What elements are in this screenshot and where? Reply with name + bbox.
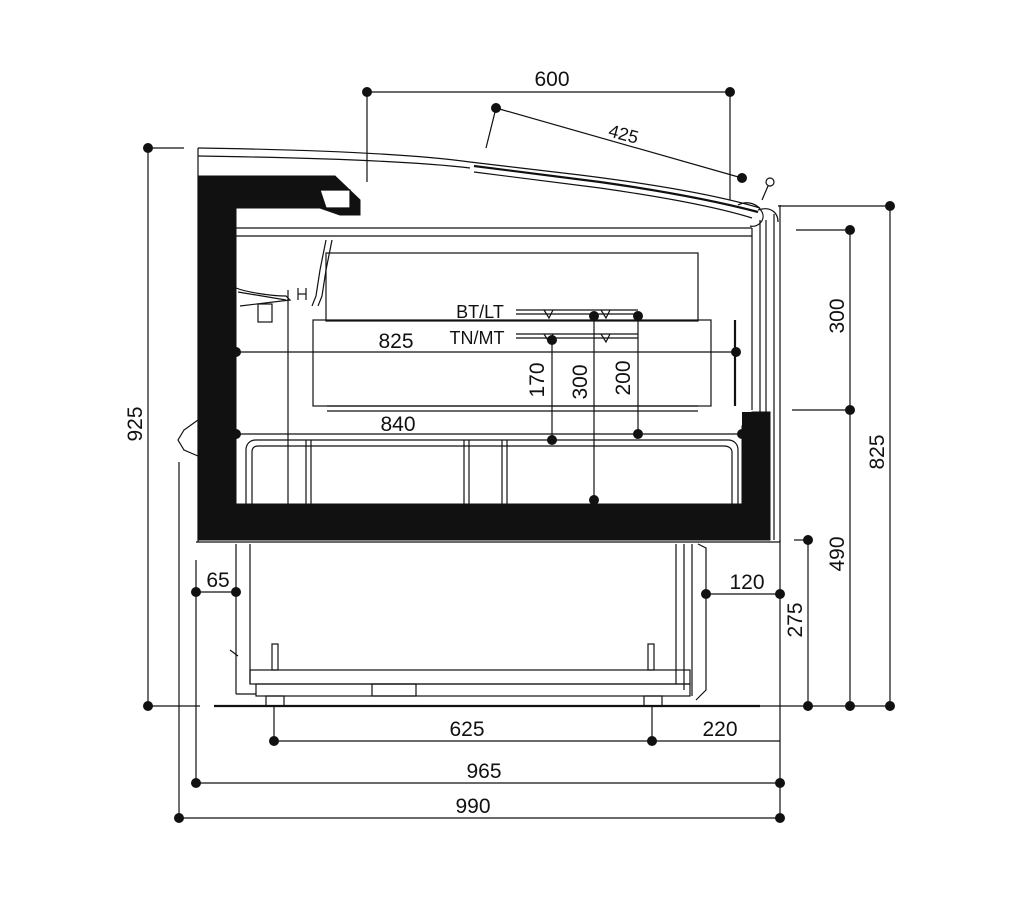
dim-925: 925 <box>124 406 147 441</box>
outer-dimension-lines <box>143 87 895 823</box>
dim-990: 990 <box>455 795 490 818</box>
dim-120: 120 <box>729 571 764 594</box>
dim-840: 840 <box>380 413 415 436</box>
dim-600: 600 <box>534 68 569 91</box>
label-tn-mt: TN/MT <box>450 328 505 348</box>
dim-65: 65 <box>206 569 229 592</box>
inner-structure <box>235 227 764 504</box>
dim-170: 170 <box>526 362 549 397</box>
dimension-labels: 600 425 925 825 300 490 275 825 840 170 … <box>124 68 889 818</box>
dim-965: 965 <box>466 760 501 783</box>
dim-825-inner: 825 <box>378 330 413 353</box>
dim-300-inner: 300 <box>569 364 592 399</box>
cabinet-body <box>177 148 781 543</box>
cabinet-base <box>214 543 760 708</box>
dim-275: 275 <box>784 602 807 637</box>
dim-490: 490 <box>826 536 849 571</box>
dim-825-right: 825 <box>866 434 889 469</box>
sliding-glass-lid <box>197 147 779 227</box>
label-bt-lt: BT/LT <box>456 302 504 322</box>
dim-220: 220 <box>702 718 737 741</box>
dim-425: 425 <box>606 121 640 148</box>
dim-300-upper: 300 <box>826 298 849 333</box>
dim-200: 200 <box>612 360 635 395</box>
dim-625: 625 <box>449 718 484 741</box>
inner-dimension-lines <box>231 309 752 505</box>
cabinet-insulation-wall <box>197 175 771 541</box>
